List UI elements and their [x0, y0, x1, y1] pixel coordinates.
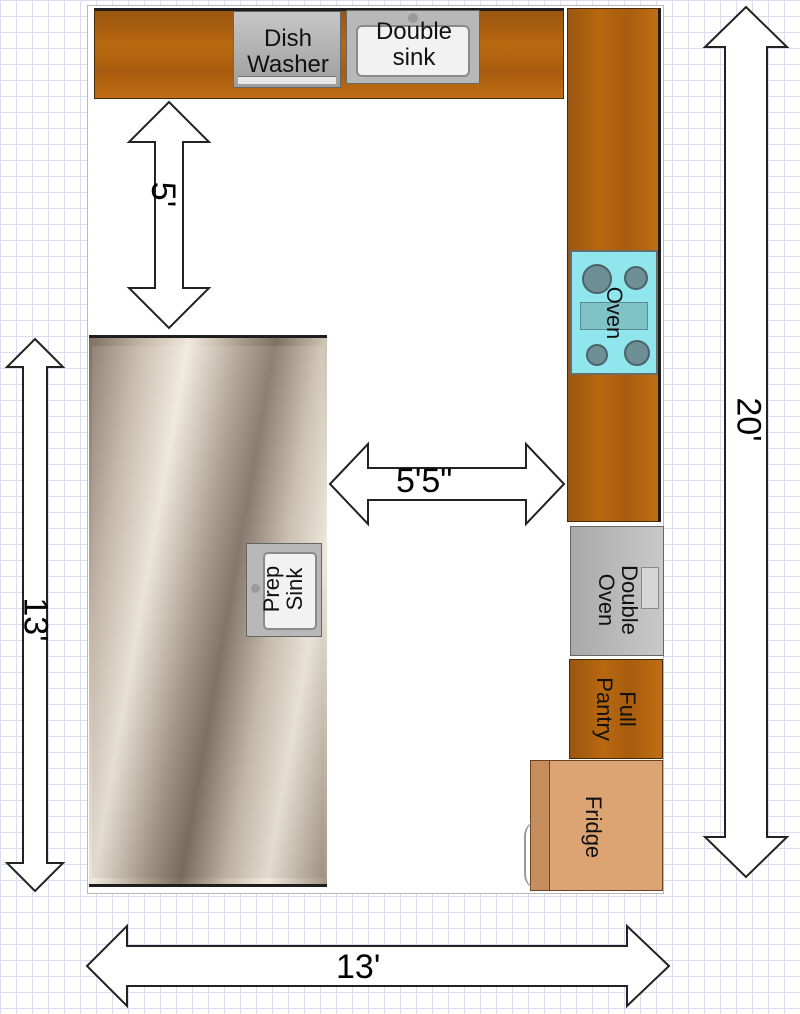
oven-cooktop — [570, 250, 658, 375]
room-length-arrow — [702, 5, 790, 879]
double-sink-label: Double sink — [375, 18, 453, 71]
island-length-arrow — [4, 337, 66, 893]
burner-icon — [582, 264, 612, 294]
griddle — [580, 302, 648, 330]
aisle-top-label: 5' — [144, 181, 183, 208]
sink-basin — [263, 552, 317, 630]
double-oven — [570, 526, 664, 656]
aisle-middle-label: 5'5" — [396, 462, 453, 500]
oven-label: Oven — [601, 286, 627, 340]
aisle-middle-arrow — [328, 441, 566, 527]
burner-icon — [624, 266, 648, 290]
burner-icon — [624, 340, 650, 366]
double-oven-label: Double Oven — [594, 565, 643, 635]
fridge-label: Fridge — [580, 795, 606, 859]
island — [89, 335, 327, 887]
full-pantry — [569, 659, 663, 759]
island-length-label: 13' — [16, 597, 55, 642]
dishwasher-panel — [238, 76, 336, 84]
dishwasher: Dish Washer — [233, 11, 341, 88]
oven-handle — [641, 567, 659, 609]
fridge-door-swing — [524, 820, 540, 890]
faucet-icon — [251, 584, 260, 593]
room-width-label: 13' — [336, 948, 381, 986]
full-pantry-label: Full Pantry — [592, 677, 641, 741]
aisle-top-arrow — [126, 100, 212, 330]
room-length-label: 20' — [729, 397, 768, 442]
sink-basin — [356, 25, 470, 77]
double-sink: Double sink — [346, 10, 480, 84]
burner-icon — [586, 344, 608, 366]
dishwasher-label: Dish Washer — [247, 25, 329, 78]
room-width-arrow — [85, 923, 671, 1009]
prep-sink-label: Prep Sink — [258, 565, 307, 613]
faucet-icon — [408, 13, 418, 23]
prep-sink — [246, 543, 322, 637]
